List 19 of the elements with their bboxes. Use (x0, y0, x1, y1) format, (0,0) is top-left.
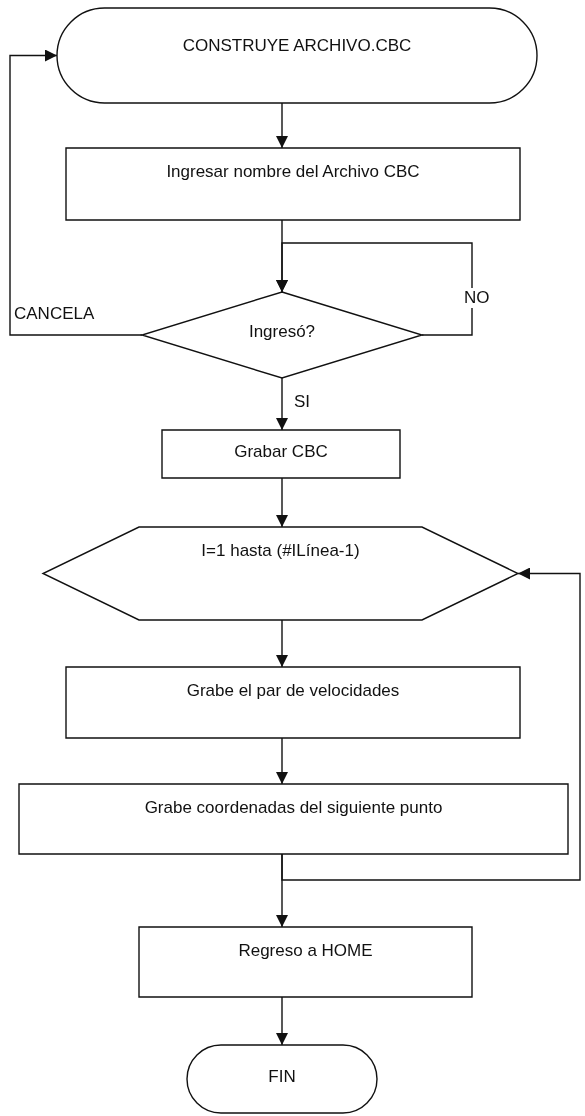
arrow (276, 619, 288, 668)
node-label: Grabar CBC (233, 442, 329, 462)
arrow (276, 477, 288, 528)
arrow (276, 377, 288, 431)
node-label: Regreso a HOME (237, 941, 374, 961)
node-label: Ingresó? (247, 322, 317, 342)
node-label: I=1 hasta (#ILínea-1) (200, 541, 361, 561)
node-label: FIN (267, 1067, 297, 1087)
node-label: Ingresar nombre del Archivo CBC (165, 162, 421, 182)
arrow (276, 737, 288, 785)
node-label: Grabe coordenadas del siguiente punto (143, 798, 444, 818)
arrow (9, 49, 143, 336)
arrow (276, 102, 288, 149)
node-label: Grabe el par de velocidades (185, 681, 401, 701)
arrow (281, 567, 581, 881)
node-label: CONSTRUYE ARCHIVO.CBC (181, 36, 413, 56)
arrow (276, 242, 473, 336)
edge-label: NO (462, 288, 492, 308)
arrow (276, 996, 288, 1046)
